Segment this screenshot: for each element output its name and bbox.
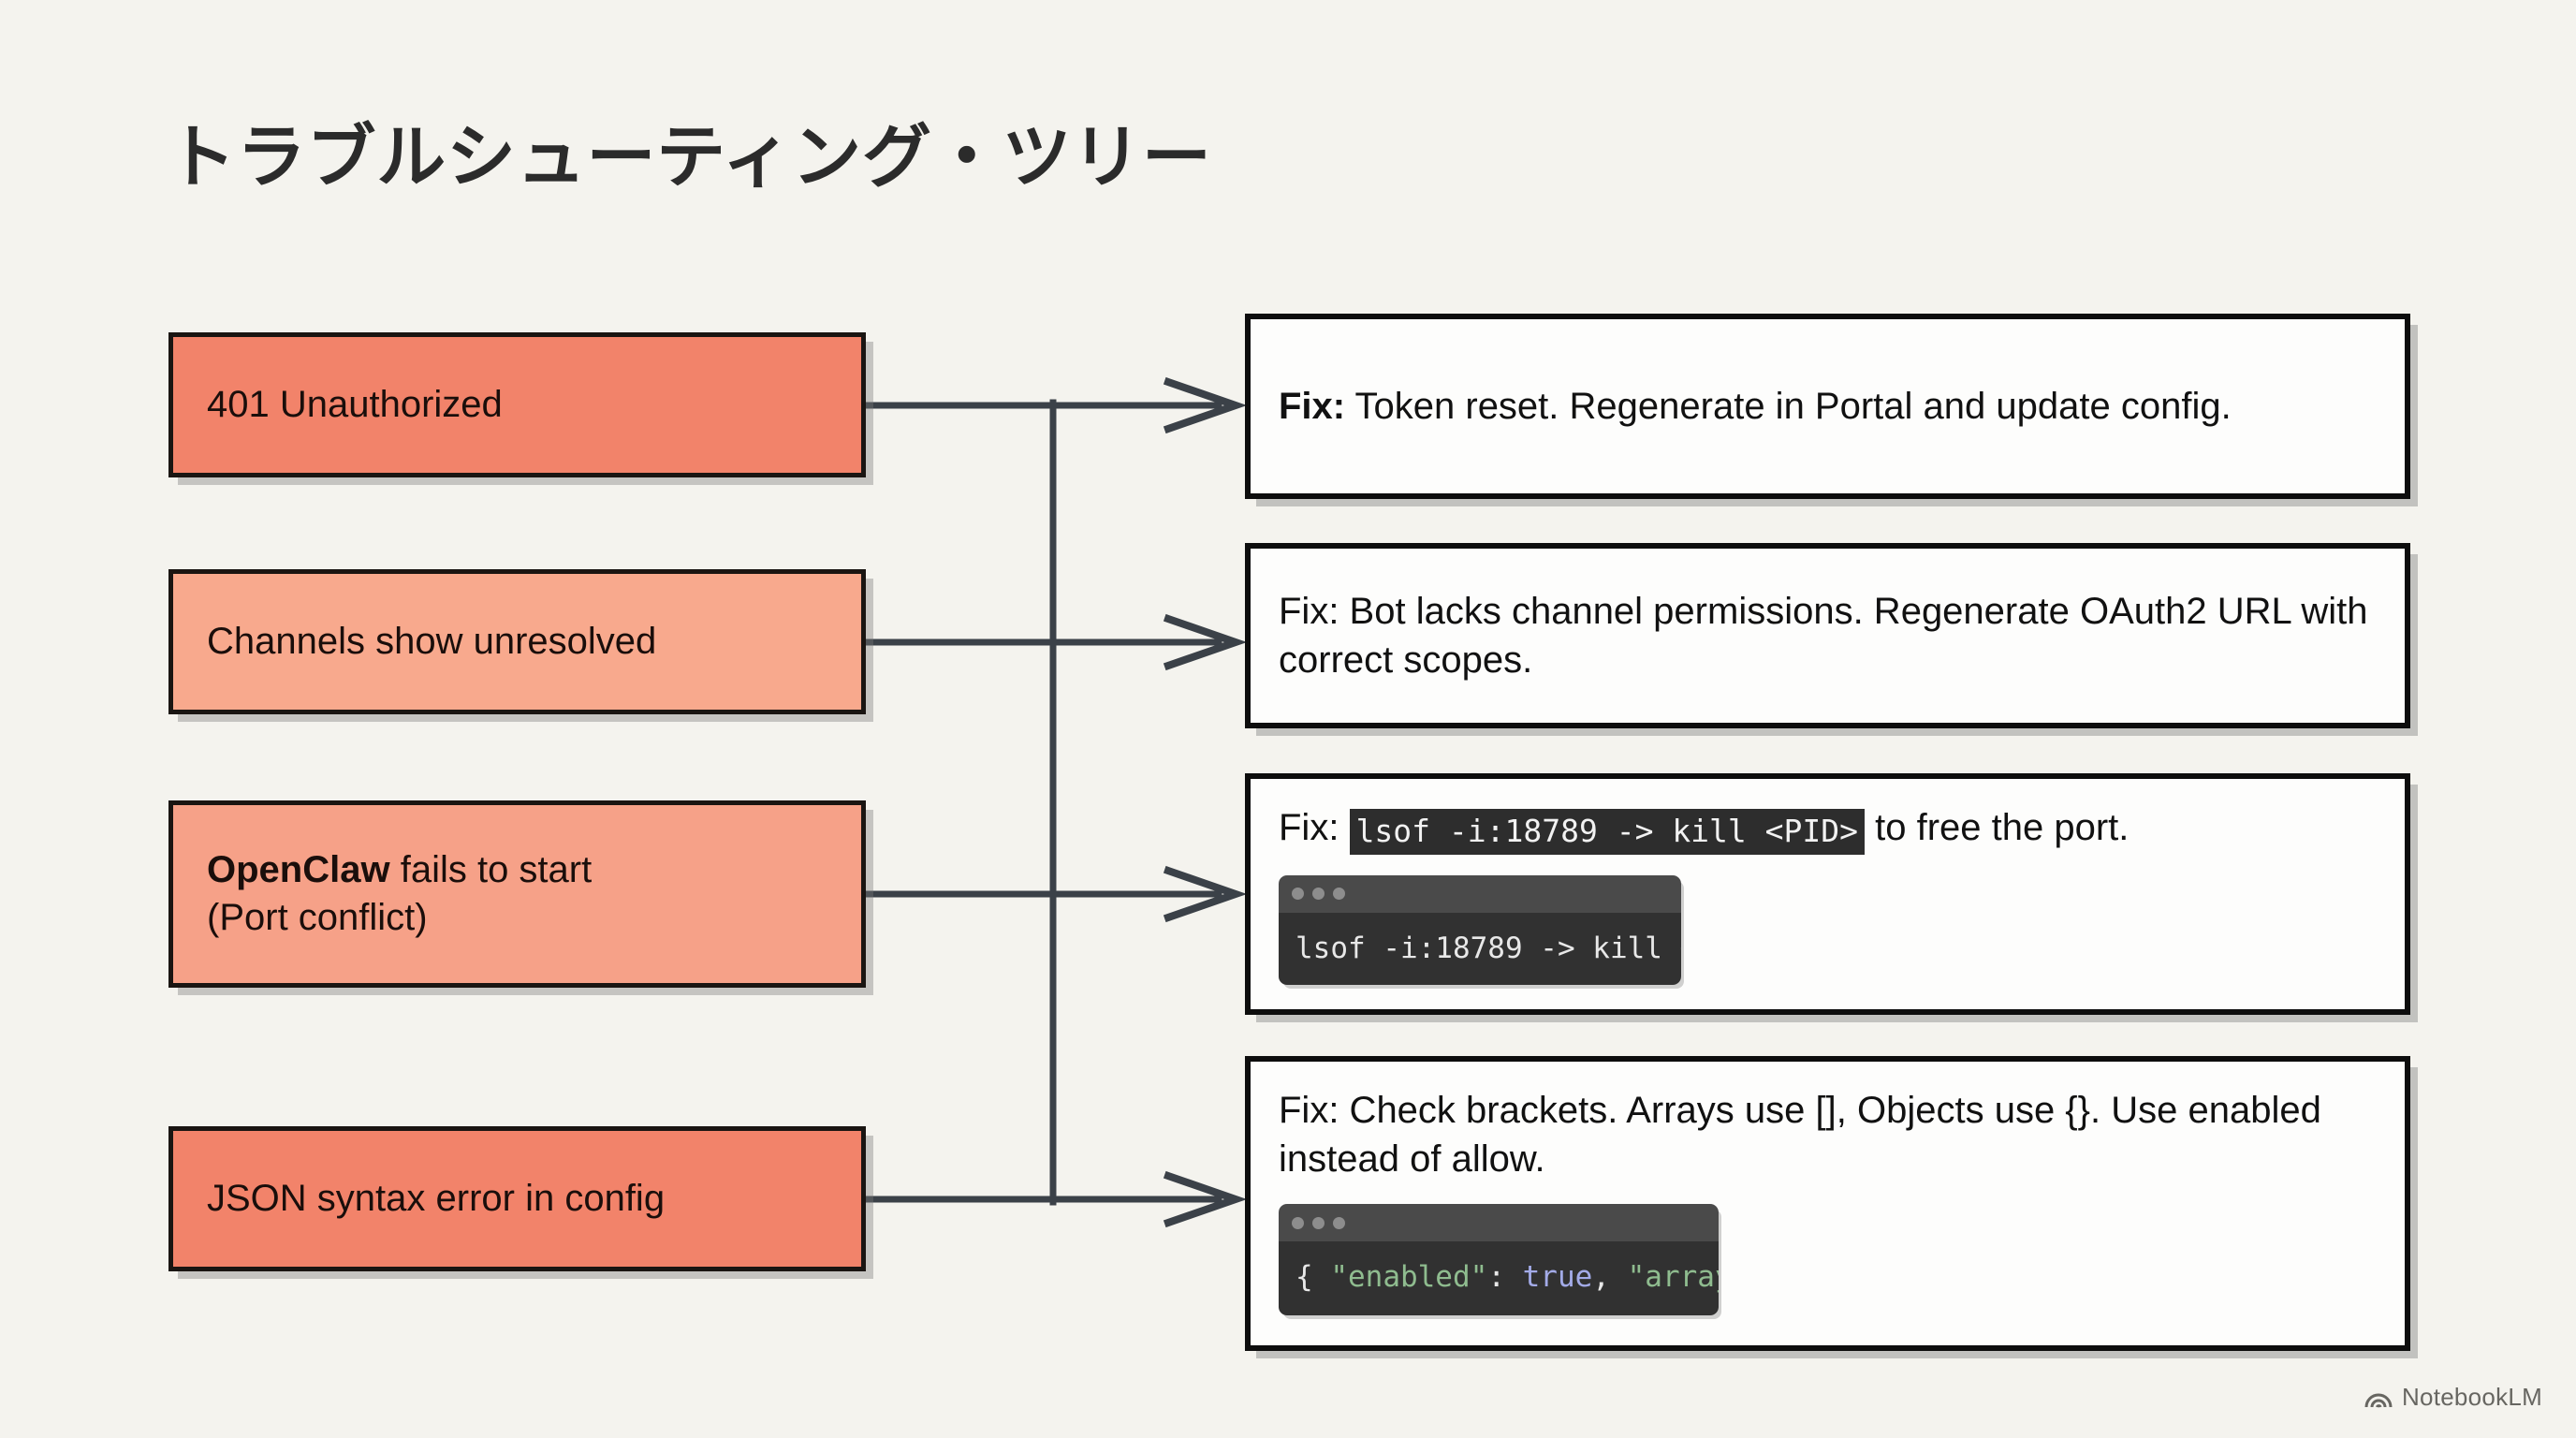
brand-name: NotebookLM <box>2401 1383 2542 1411</box>
fix-box-401[interactable]: Fix: Token reset. Regenerate in Portal a… <box>1245 314 2410 499</box>
page-title: トラブルシューティング・ツリー <box>167 118 1212 196</box>
terminal-dot-red-icon <box>1292 888 1304 901</box>
fix-prefix-401: Fix: <box>1279 386 1346 427</box>
fix-prefix-channels: Fix: <box>1279 591 1339 632</box>
json-token-bool: true <box>1522 1260 1593 1294</box>
problem-box-channels[interactable]: Channels show unresolved <box>168 569 866 714</box>
fix-body-json: Check brackets. Arrays use [], Objects u… <box>1279 1090 2321 1180</box>
terminal-card-shell: lsof -i:18789 -> kill <PID> <box>1279 874 1681 985</box>
problem-label-channels: Channels show unresolved <box>207 620 657 662</box>
terminal-json-line: { "enabled": true, "array": [] } <box>1279 1241 1719 1316</box>
json-token-str: "array" <box>1627 1260 1719 1294</box>
problem-label-openclaw-rest: fails to start(Port conflict) <box>207 848 593 938</box>
fix-body-channels: Bot lacks channel permissions. Regenerat… <box>1279 591 2368 681</box>
json-token-str: "enabled" <box>1330 1260 1488 1294</box>
terminal-dot-red-icon <box>1292 1216 1304 1229</box>
arrowhead-1 <box>1163 376 1248 434</box>
notebooklm-spiral-icon <box>2364 1393 2393 1408</box>
arrowhead-4 <box>1163 1170 1248 1228</box>
inline-code-chip: lsof -i:18789 -> kill <PID> <box>1349 809 1865 855</box>
json-token-pun: , <box>1592 1260 1628 1294</box>
fix-prefix-openclaw: Fix: <box>1279 807 1339 848</box>
problem-box-401[interactable]: 401 Unauthorized <box>168 332 866 477</box>
problem-label-openclaw-strong: OpenClaw <box>207 848 390 890</box>
terminal-dot-green-icon <box>1333 1216 1345 1229</box>
problem-box-openclaw[interactable]: OpenClaw fails to start(Port conflict) <box>168 800 866 988</box>
problem-box-json[interactable]: JSON syntax error in config <box>168 1126 866 1271</box>
terminal-dot-yellow-icon <box>1312 1216 1325 1229</box>
arrowhead-3 <box>1163 865 1248 923</box>
json-token-pun: { <box>1295 1260 1331 1294</box>
fix-box-channels[interactable]: Fix: Bot lacks channel permissions. Rege… <box>1245 543 2410 728</box>
terminal-dot-green-icon <box>1333 888 1345 901</box>
fix-body-401: Token reset. Regenerate in Portal and up… <box>1345 386 2232 427</box>
json-token-pun: : <box>1487 1260 1523 1294</box>
fix-box-openclaw[interactable]: Fix: lsof -i:18789 -> kill <PID> to free… <box>1245 773 2410 1015</box>
terminal-card-json: { "enabled": true, "array": [] } <box>1279 1204 1719 1316</box>
problem-label-401: 401 Unauthorized <box>207 383 503 425</box>
problem-label-openclaw: OpenClaw fails to start(Port conflict) <box>207 846 592 942</box>
fix-text-before-code <box>1339 807 1349 848</box>
fix-text-json: Fix: Check brackets. Arrays use [], Obje… <box>1279 1086 2377 1183</box>
fix-prefix-json: Fix: <box>1279 1090 1339 1131</box>
terminal-titlebar <box>1279 874 1681 913</box>
fix-text-openclaw: Fix: lsof -i:18789 -> kill <PID> to free… <box>1279 803 2377 855</box>
arrowhead-2 <box>1163 613 1248 671</box>
fix-text-channels: Fix: Bot lacks channel permissions. Rege… <box>1279 587 2377 684</box>
brand-footer: NotebookLM <box>2364 1383 2542 1412</box>
terminal-command-line: lsof -i:18789 -> kill <PID> <box>1279 912 1681 985</box>
terminal-dot-yellow-icon <box>1312 888 1325 901</box>
terminal-titlebar-json <box>1279 1204 1719 1241</box>
fix-box-json[interactable]: Fix: Check brackets. Arrays use [], Obje… <box>1245 1056 2410 1351</box>
fix-text-after-code: to free the port. <box>1865 807 2130 848</box>
fix-text-401: Fix: Token reset. Regenerate in Portal a… <box>1279 382 2377 431</box>
problem-label-json: JSON syntax error in config <box>207 1177 666 1219</box>
